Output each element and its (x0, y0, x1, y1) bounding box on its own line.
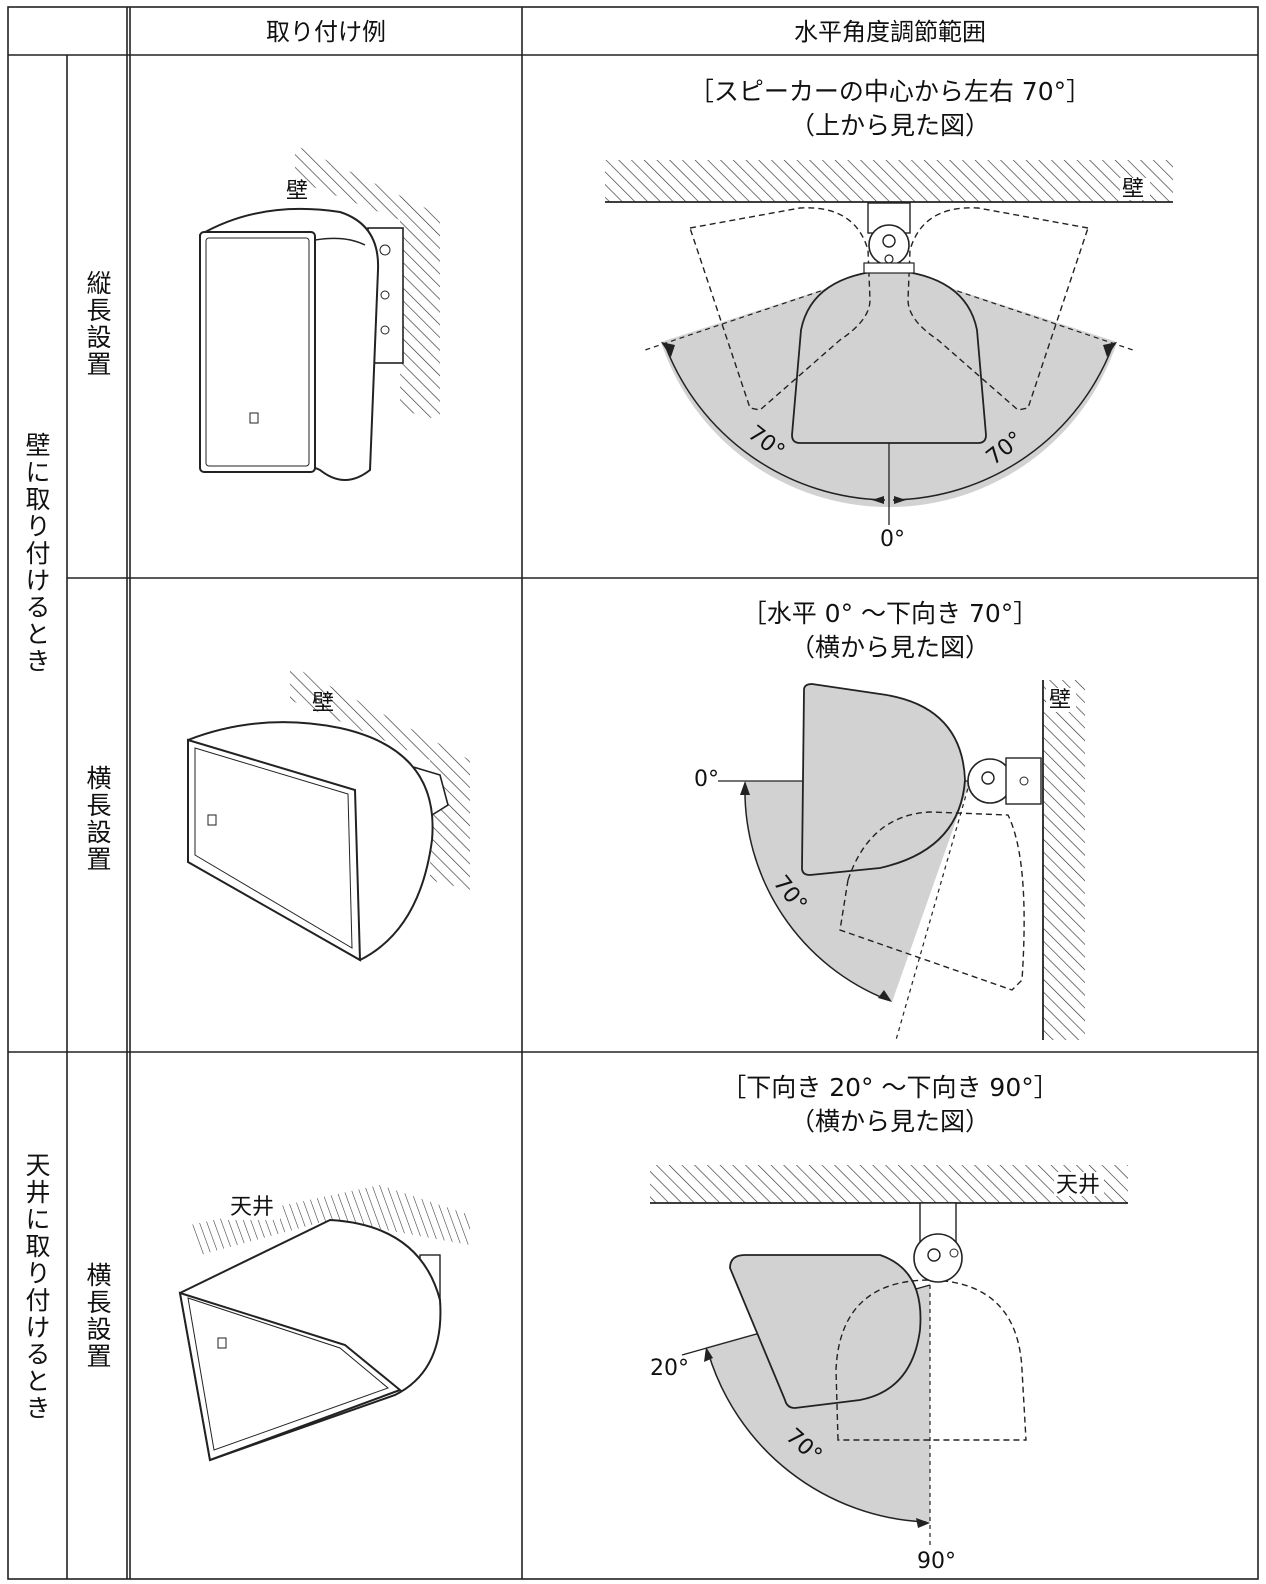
row3-example-illustration: 天井 (178, 1185, 470, 1462)
group-wall-label: 壁に取り付けるとき (22, 432, 51, 675)
group-ceiling-label: 天井に取り付けるとき (22, 1152, 51, 1422)
row2-range-caption: ［水平 0° ～下向き 70°］ (742, 599, 1039, 628)
row3-diagram-ceiling-label: 天井 (1056, 1173, 1100, 1198)
row2-angle-diagram: ［水平 0° ～下向き 70°］ （横から見た図） 壁 0° 70° (694, 599, 1085, 1041)
row3-angle-90: 90° (917, 1549, 956, 1574)
row3-angle-diagram: ［下向き 20° ～下向き 90°］ （横から見た図） 天井 20° 70° 9… (650, 1073, 1128, 1574)
row1-angle-center: 0° (880, 527, 905, 552)
row2-orientation-label: 横長設置 (83, 765, 112, 873)
row2-view-caption: （横から見た図） (790, 633, 990, 662)
row3-angle-20: 20° (650, 1356, 689, 1381)
row2-wall-label: 壁 (312, 691, 334, 716)
row3-orientation-label: 横長設置 (83, 1262, 112, 1370)
header-range: 水平角度調節範囲 (794, 18, 986, 46)
row1-wall-label: 壁 (286, 179, 308, 204)
table-grid (7, 6, 1259, 1580)
row3-view-caption: （横から見た図） (790, 1107, 990, 1136)
row2-example-illustration: 壁 (186, 665, 470, 962)
row2-diagram-wall-label: 壁 (1049, 688, 1071, 713)
header-example: 取り付け例 (266, 18, 386, 46)
row1-orientation-label: 縦長設置 (83, 270, 112, 378)
row3-range-caption: ［下向き 20° ～下向き 90°］ (721, 1073, 1058, 1102)
row1-angle-diagram: ［スピーカーの中心から左右 70°］ （上から見た図） 壁 70° 70° 0° (605, 77, 1173, 552)
row2-angle-zero: 0° (694, 767, 719, 792)
row1-view-caption: （上から見た図） (790, 111, 990, 140)
row1-example-illustration: 壁 (198, 145, 440, 481)
row1-diagram-wall-label: 壁 (1122, 177, 1144, 202)
row3-ceiling-label: 天井 (230, 1195, 274, 1220)
row1-range-caption: ［スピーカーの中心から左右 70°］ (689, 77, 1091, 106)
